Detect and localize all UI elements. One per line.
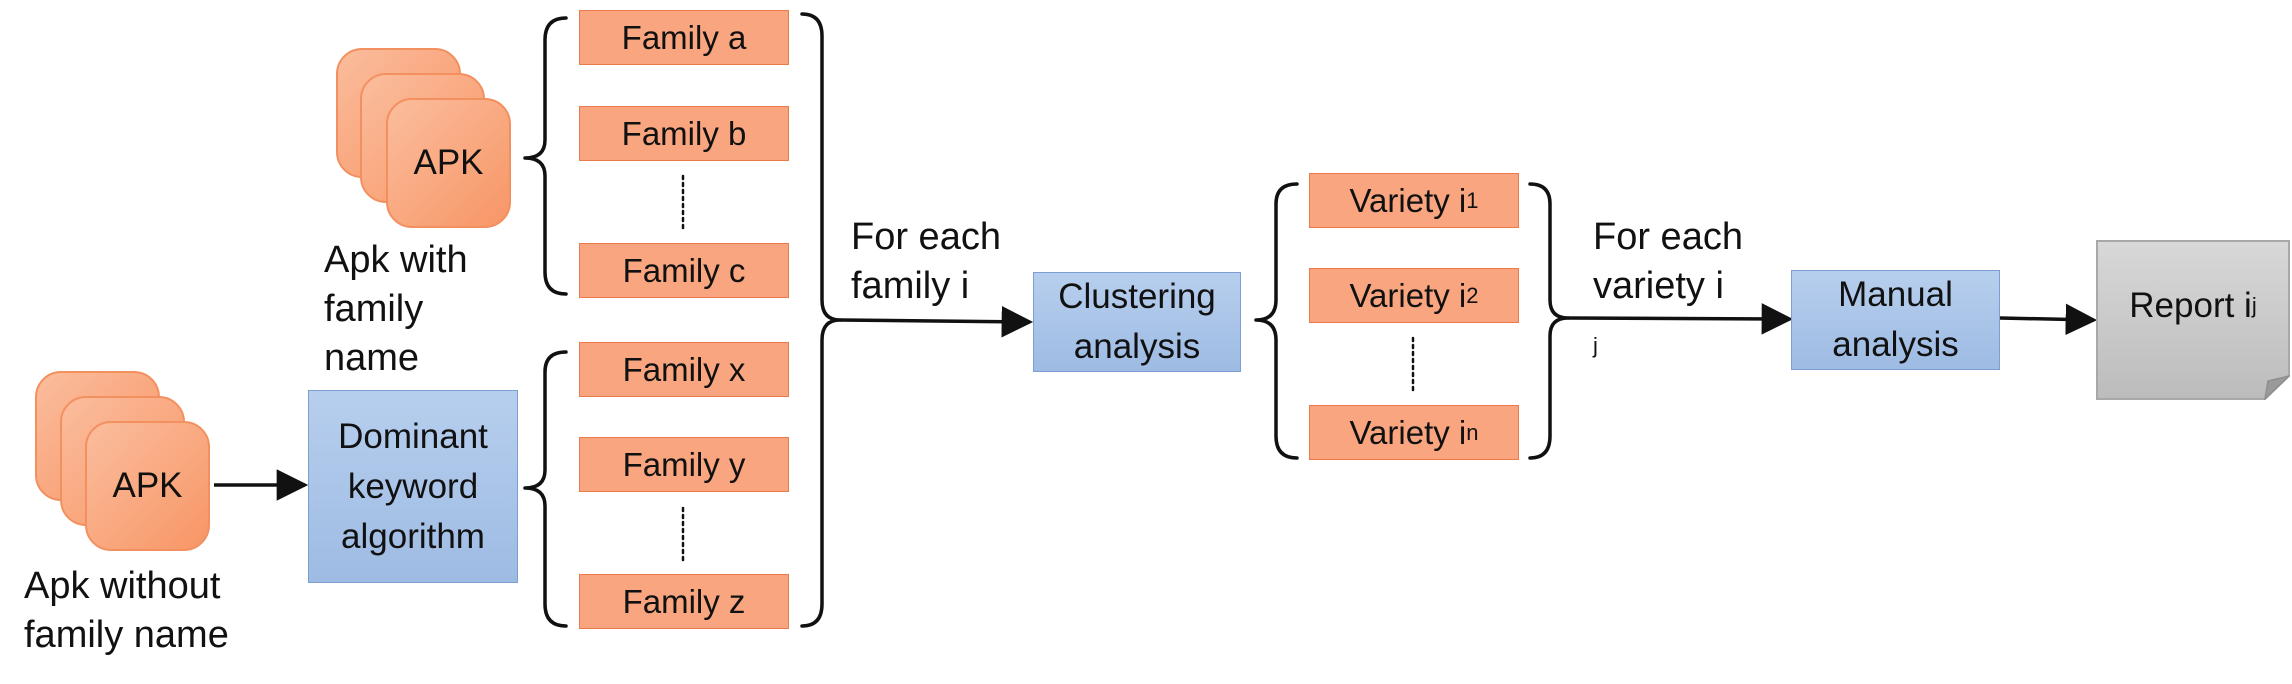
family-box-x: Family x [579, 342, 789, 397]
brace-varieties-left [1254, 182, 1299, 460]
family-box-z: Family z [579, 574, 789, 629]
family-box-y: Family y [579, 437, 789, 492]
arrow-families-to-clustering [839, 305, 1034, 338]
label-for-each-family: For each family i [851, 216, 1001, 307]
arrow-varieties-to-manual [1567, 303, 1794, 335]
arrow-manual-to-report [1999, 303, 2098, 336]
apk-icon-bottom: APK [85, 421, 210, 551]
caption-apk-with-family-name: Apk with family name [324, 239, 468, 379]
report-document-icon [2096, 240, 2290, 400]
caption-apk-without-family-name: Apk without family name [24, 565, 229, 656]
dominant-keyword-algorithm-box: Dominant keyword algorithm [308, 390, 518, 583]
apk-icon-top: APK [386, 98, 511, 228]
family-box-c: Family c [579, 243, 789, 298]
brace-bottom-families-left [523, 350, 568, 628]
family-box-a: Family a [579, 10, 789, 65]
family-box-b: Family b [579, 106, 789, 161]
brace-varieties-right [1528, 182, 1570, 460]
brace-families-right [800, 12, 842, 628]
manual-analysis-box: Manual analysis [1791, 270, 2000, 370]
clustering-analysis-box: Clustering analysis [1033, 272, 1241, 372]
brace-top-families-left [523, 16, 568, 296]
